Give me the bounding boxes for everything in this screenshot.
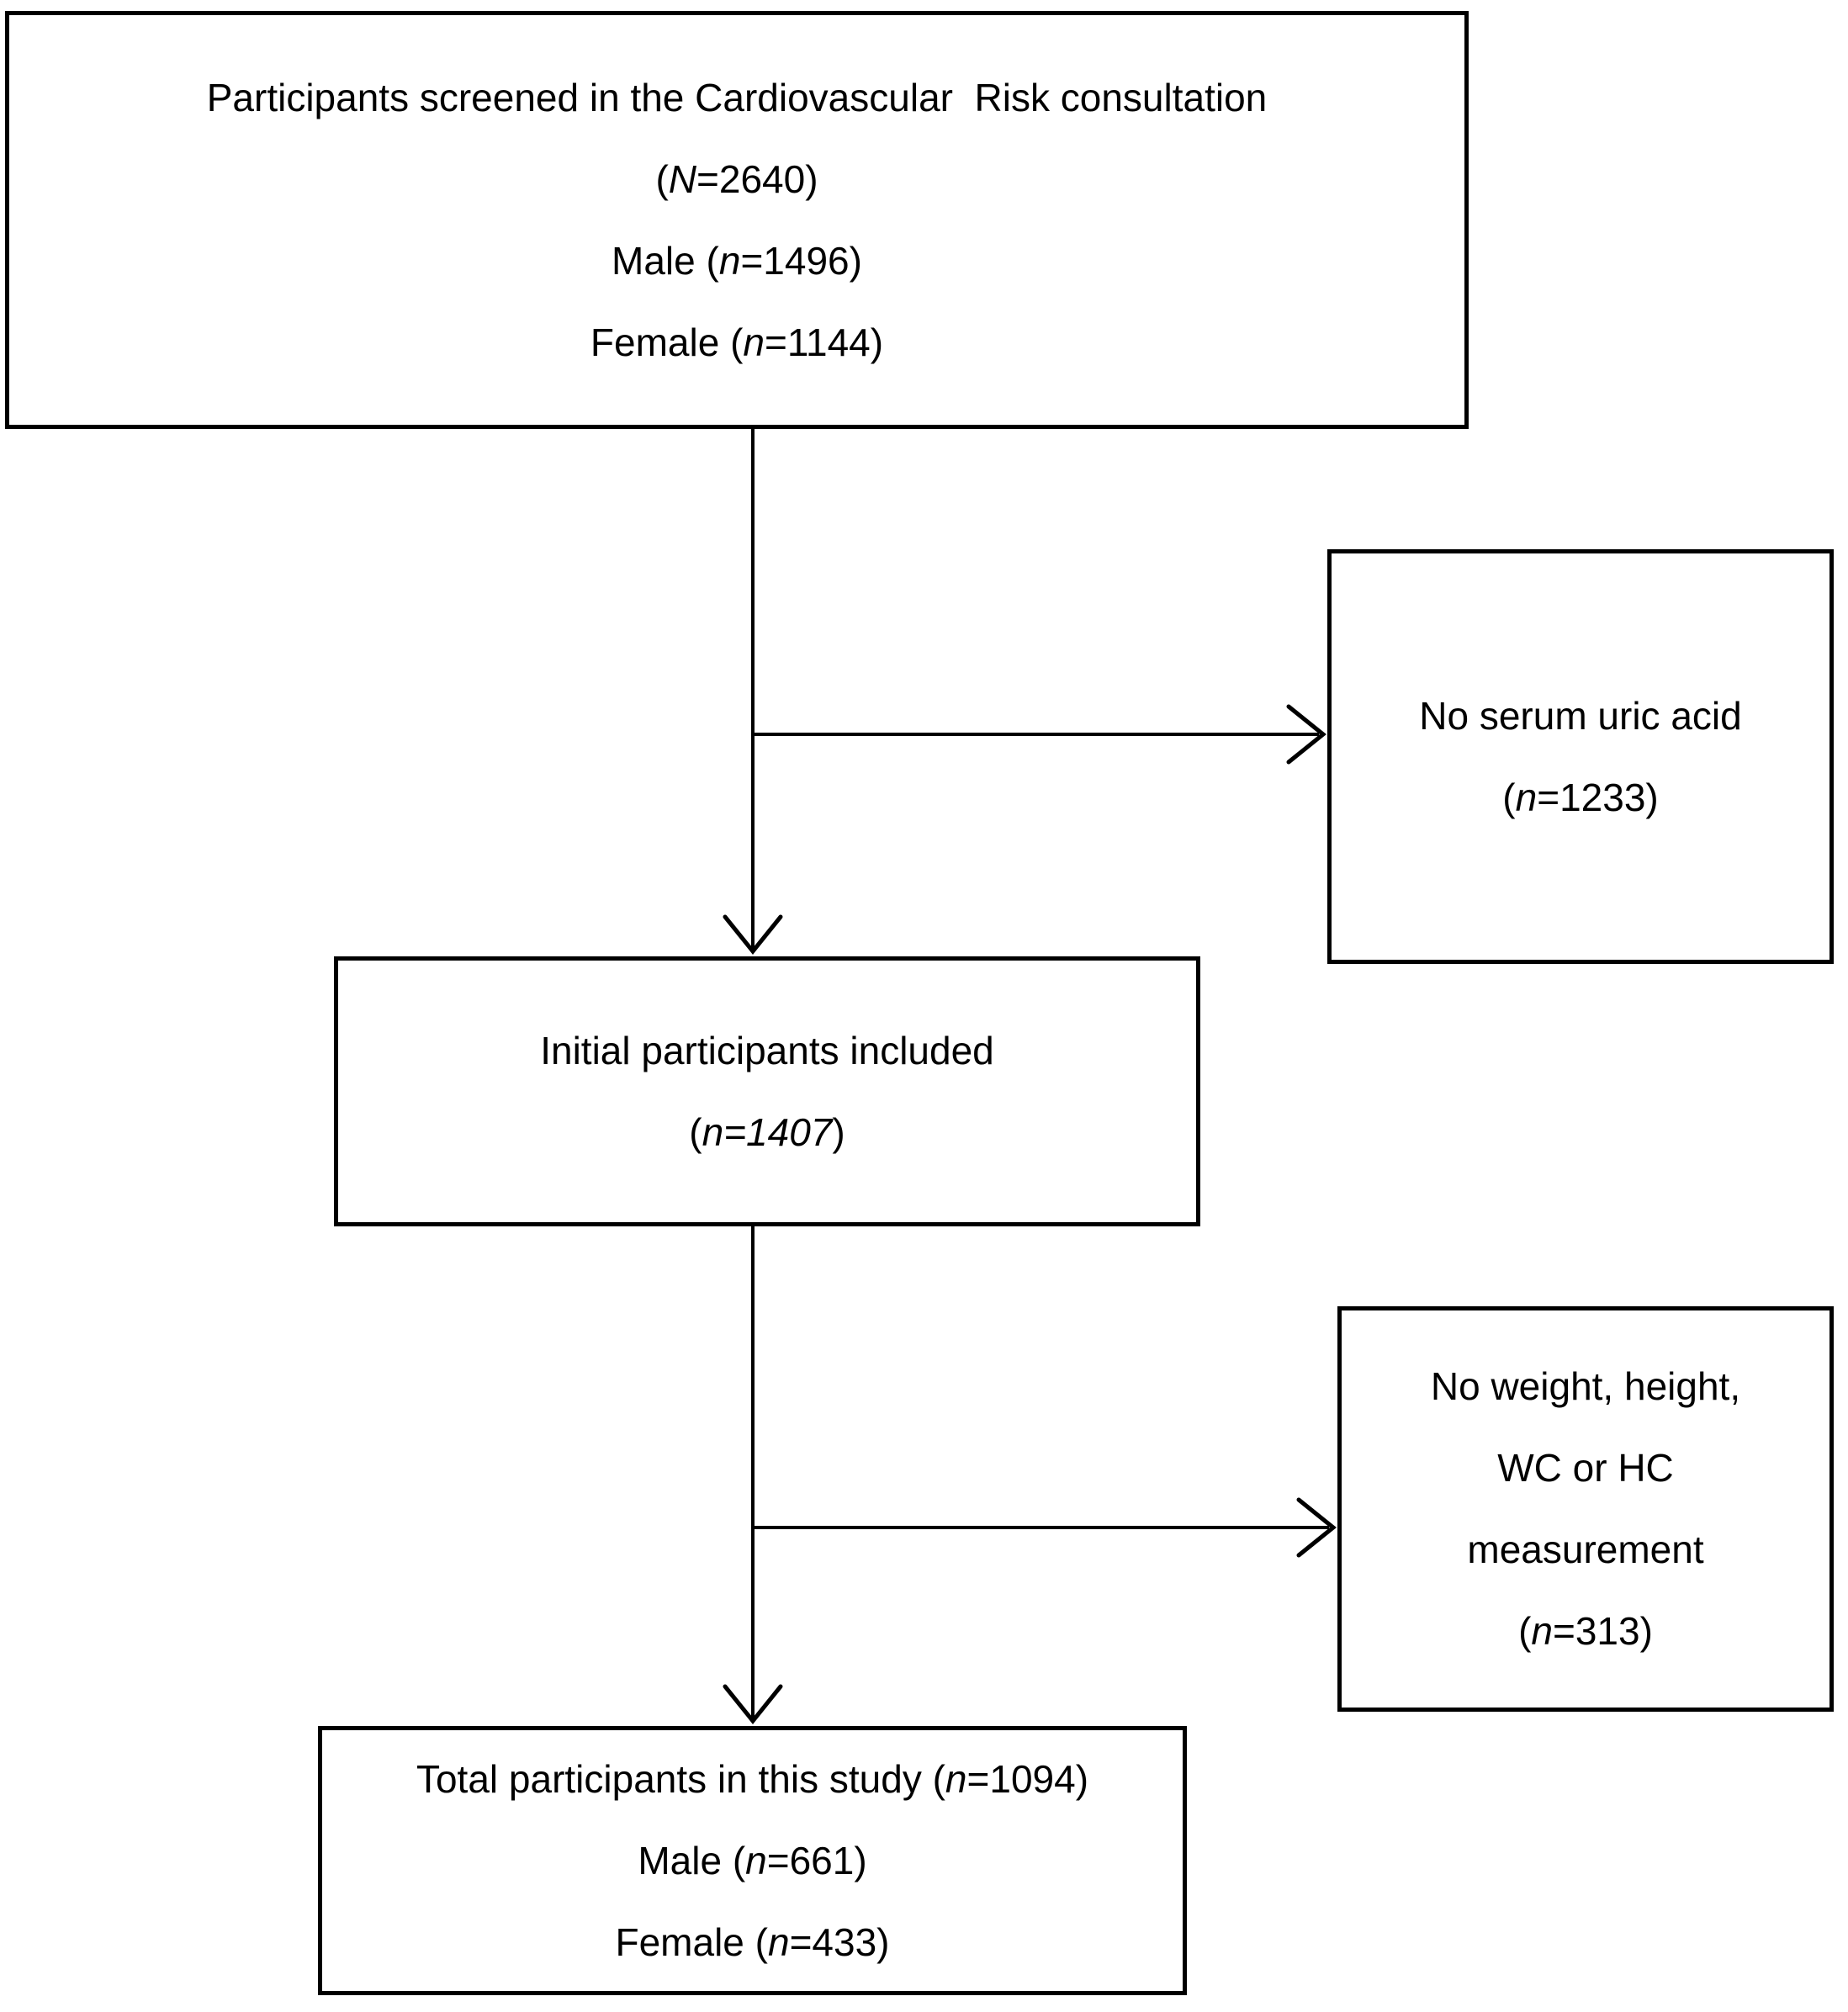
text-segment: ( [1502,775,1516,819]
text-segment: n [767,1919,790,1964]
text-line: Female (n=1144) [590,302,883,384]
text-segment: n=1407 [702,1109,833,1154]
text-segment: ) [832,1109,845,1154]
text-line: (n=1233) [1502,757,1658,839]
box-initial-participants: Initial participants included (n=1407) [334,956,1200,1226]
text-segment: Male ( [638,1838,746,1882]
text-segment: n [718,238,741,283]
box-total-participants: Total participants in this study (n=1094… [318,1726,1187,1995]
arrowhead-down-icon [723,914,783,955]
text-line: Female (n=433) [615,1902,889,1983]
text-segment: WC or HC [1497,1446,1674,1490]
text-segment: Female ( [615,1919,768,1964]
text-segment: ( [689,1109,702,1154]
text-line: (n=1407) [689,1092,845,1173]
text-line: No weight, height, [1431,1346,1740,1427]
text-line: (N=2640) [655,139,818,220]
box-no-serum-uric-acid: No serum uric acid (n=1233) [1327,549,1834,964]
arrowhead-down-icon [723,1684,783,1724]
text-segment: measurement [1467,1528,1704,1571]
text-line: measurement [1467,1509,1703,1591]
text-segment: No weight, height, [1430,1364,1741,1408]
text-segment: =313) [1552,1609,1653,1653]
text-line: Male (n=661) [638,1820,866,1902]
text-segment: No serum uric acid [1419,693,1742,738]
text-segment: =1144) [764,320,884,364]
text-segment: ( [655,156,669,201]
arrowhead-right-icon [1296,1497,1337,1558]
text-segment: Male ( [612,238,719,283]
box-no-measurement: No weight, height, WC or HC measurement … [1337,1306,1834,1712]
text-line: WC or HC [1497,1427,1674,1509]
text-segment: =433) [789,1919,890,1964]
text-segment: Participants screened in the Cardiovascu… [206,75,1268,119]
text-line: Male (n=1496) [612,220,862,302]
text-segment: Total participants in this study ( [416,1756,945,1801]
text-segment: n [745,1838,767,1882]
text-line: No serum uric acid [1419,675,1741,757]
text-segment: n [945,1756,967,1801]
box-participants-screened: Participants screened in the Cardiovascu… [5,11,1469,429]
text-segment: N [668,156,697,201]
text-line: Total participants in this study (n=1094… [416,1739,1088,1820]
text-line: (n=313) [1518,1591,1653,1672]
text-segment: =2640) [696,156,818,201]
text-segment: Initial participants included [540,1028,994,1072]
text-segment: Female ( [590,320,744,364]
arrowhead-right-icon [1286,704,1326,765]
text-segment: n [1515,775,1538,819]
text-segment: ( [1518,1609,1532,1653]
text-segment: n [1531,1609,1553,1653]
text-segment: =1233) [1537,775,1659,819]
text-segment: n [743,320,765,364]
text-segment: =1094) [966,1756,1089,1801]
text-segment: =1496) [740,238,862,283]
text-segment: =661) [766,1838,867,1882]
text-line: Participants screened in the Cardiovascu… [207,57,1268,139]
text-line: Initial participants included [540,1010,994,1092]
